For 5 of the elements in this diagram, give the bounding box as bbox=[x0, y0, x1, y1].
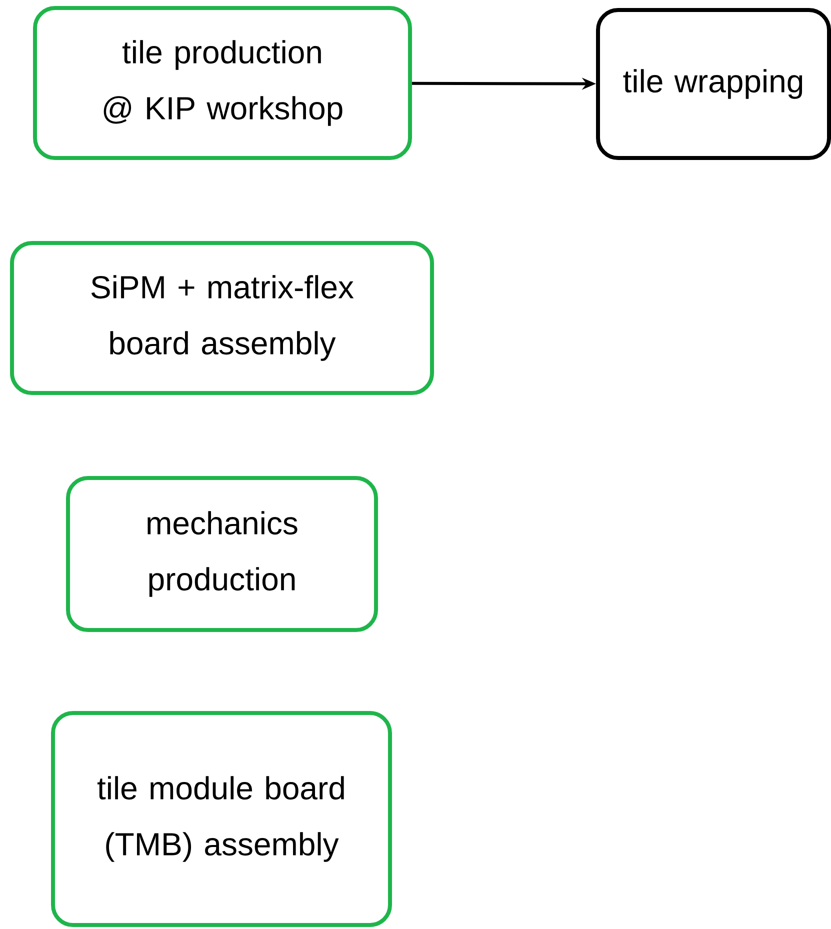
process-box: tile wrapping bbox=[596, 8, 831, 160]
process-box: tile module board (TMB) assembly bbox=[51, 711, 392, 927]
process-box: tile production @ KIP workshop bbox=[33, 6, 412, 160]
process-box: mechanics production bbox=[66, 476, 378, 632]
process-box: SiPM + matrix-flex board assembly bbox=[10, 241, 434, 395]
